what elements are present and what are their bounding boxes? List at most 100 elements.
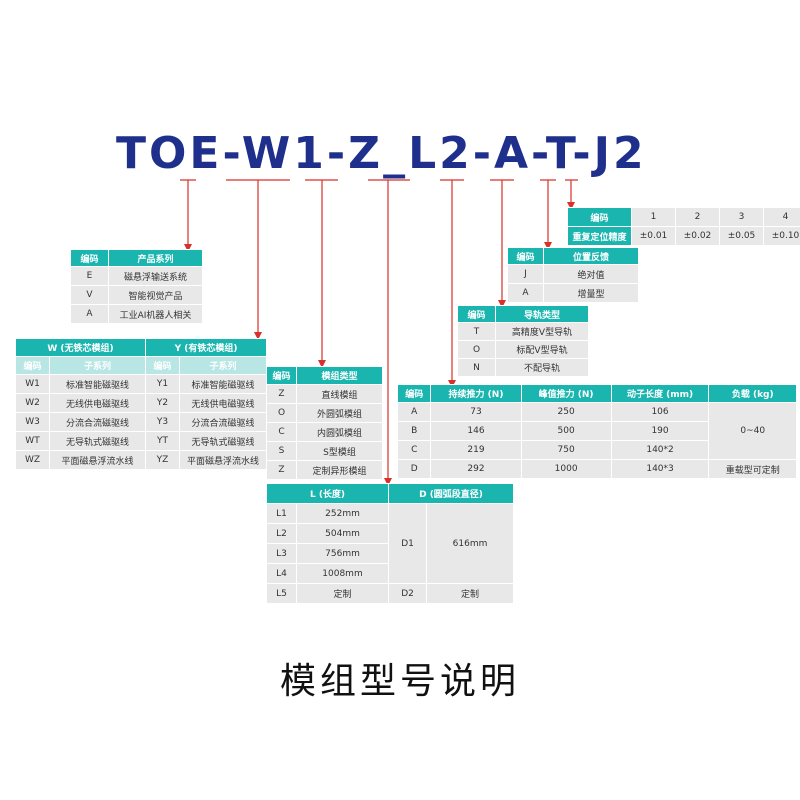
feedback-header-type: 位置反馈 — [543, 247, 639, 265]
module-code: Z — [266, 460, 297, 480]
subseries-w-code: W3 — [15, 412, 50, 432]
subseries-w-code: W1 — [15, 374, 50, 394]
subseries-y-name: 标准智能磁驱线 — [179, 374, 268, 394]
diameter-value: 定制 — [426, 583, 515, 604]
repeat-code: 2 — [675, 207, 720, 227]
arrow-feedback — [540, 179, 556, 246]
product-series-table: 编码 产品系列 E 磁悬浮输送系统 V 智能视觉产品 A 工业AI机器人相关 — [70, 249, 203, 324]
repeat-code: 1 — [631, 207, 676, 227]
subseries-table: W (无铁芯模组) Y (有铁芯模组) 编码 子系列 编码 子系列 W1 标准智… — [14, 338, 268, 470]
arrow-length — [368, 179, 410, 482]
guide-value: 标配V型导轨 — [495, 340, 589, 359]
length-code: L3 — [266, 543, 297, 564]
repeat-value: ±0.01 — [631, 226, 676, 246]
subseries-w-code: WT — [15, 431, 50, 451]
force-header-peak: 峰值推力 (N) — [520, 384, 612, 403]
force-code: A — [396, 402, 432, 422]
subseries-y-name: 无线供电磁驱线 — [179, 393, 268, 413]
product-header-series: 产品系列 — [108, 249, 203, 267]
feedback-header-code: 编码 — [507, 247, 544, 265]
subseries-y-name: 无导轨式磁驱线 — [179, 431, 268, 451]
repeat-code: 3 — [719, 207, 764, 227]
subseries-y-code: Y2 — [145, 393, 181, 413]
arrow-module-type — [305, 179, 338, 364]
module-code: C — [266, 422, 297, 442]
guide-header-type: 导轨类型 — [495, 305, 589, 323]
module-header-code: 编码 — [266, 366, 297, 385]
force-peak: 250 — [520, 402, 612, 422]
feedback-value: 增量型 — [543, 283, 639, 303]
repeat-code: 4 — [763, 207, 800, 227]
guide-code: O — [457, 340, 496, 359]
feedback-code: A — [507, 283, 544, 303]
module-value: 定制异形模组 — [296, 460, 383, 480]
module-type-table: 编码 模组类型 Z 直线模组 O 外圆弧模组 C 内圆弧模组 S S型模组 Z … — [266, 366, 383, 480]
product-value: 智能视觉产品 — [108, 285, 203, 305]
force-peak: 1000 — [520, 459, 612, 479]
arrow-product-series — [180, 179, 196, 248]
arrow-guide — [490, 179, 514, 304]
subseries-subheader: 子系列 — [179, 356, 268, 375]
force-header-code: 编码 — [396, 384, 432, 403]
arrow-force — [440, 179, 464, 384]
force-continuous: 292 — [430, 459, 522, 479]
force-code: D — [396, 459, 432, 479]
force-continuous: 146 — [430, 421, 522, 441]
repeat-value: ±0.05 — [719, 226, 764, 246]
arrow-repeatability — [565, 179, 578, 206]
module-value: 内圆弧模组 — [296, 422, 383, 442]
guide-table: 编码 导轨类型 T 高精度V型导轨 O 标配V型导轨 N 不配导轨 — [457, 305, 589, 377]
feedback-value: 绝对值 — [543, 264, 639, 284]
force-peak: 750 — [520, 440, 612, 460]
force-code: B — [396, 421, 432, 441]
length-value: 定制 — [295, 583, 390, 604]
force-load-main: 0~40 — [708, 402, 797, 460]
subseries-w-name: 分流合流磁驱线 — [48, 412, 147, 432]
length-value: 756mm — [295, 543, 390, 564]
diameter-code: D2 — [388, 583, 428, 604]
subseries-w-code: WZ — [15, 450, 50, 470]
module-value: S型模组 — [296, 441, 383, 461]
force-continuous: 73 — [430, 402, 522, 422]
product-code: A — [70, 304, 109, 324]
repeat-code-label: 编码 — [567, 207, 632, 227]
length-value: 1008mm — [295, 563, 390, 584]
diameter-header: D (圆弧段直径) — [388, 483, 515, 504]
module-code: Z — [266, 384, 297, 404]
force-mover: 190 — [610, 421, 710, 441]
arrow-subseries — [226, 179, 290, 336]
repeat-value: ±0.10 — [763, 226, 800, 246]
subseries-subheader: 编码 — [145, 356, 181, 375]
length-code: L5 — [266, 583, 297, 604]
product-header-code: 编码 — [70, 249, 109, 267]
force-table: 编码 持续推力 (N) 峰值推力 (N) 动子长度 (mm) 负载 (kg) A… — [396, 384, 797, 479]
force-mover: 140*3 — [610, 459, 710, 479]
length-code: L2 — [266, 523, 297, 544]
product-value: 工业AI机器人相关 — [108, 304, 203, 324]
product-code: E — [70, 266, 109, 286]
length-value: 504mm — [295, 523, 390, 544]
force-header-load: 负载 (kg) — [708, 384, 797, 403]
repeat-value: ±0.02 — [675, 226, 720, 246]
subseries-w-name: 平面磁悬浮流水线 — [48, 450, 147, 470]
force-peak: 500 — [520, 421, 612, 441]
length-diameter-table: L (长度) D (圆弧段直径) L1 252mm D1 616mm L2 50… — [265, 483, 515, 604]
force-mover: 106 — [610, 402, 710, 422]
subseries-subheader: 编码 — [15, 356, 50, 375]
subseries-w-name: 无导轨式磁驱线 — [48, 431, 147, 451]
module-header-type: 模组类型 — [296, 366, 383, 385]
subseries-y-code: YZ — [145, 450, 181, 470]
feedback-table: 编码 位置反馈 J 绝对值 A 增量型 — [507, 247, 639, 303]
subseries-y-code: Y1 — [145, 374, 181, 394]
page-caption: 模组型号说明 — [279, 661, 520, 702]
length-code: L1 — [266, 503, 297, 524]
subseries-y-name: 平面磁悬浮流水线 — [179, 450, 268, 470]
guide-code: T — [457, 322, 496, 341]
product-code: V — [70, 285, 109, 305]
force-mover: 140*2 — [610, 440, 710, 460]
model-code-title: TOE-W1-Z_L2-A-T-J2 — [116, 128, 647, 179]
subseries-subheader: 子系列 — [48, 356, 147, 375]
module-value: 直线模组 — [296, 384, 383, 404]
repeatability-table: 编码 1 2 3 4 重复定位精度 ±0.01 ±0.02 ±0.05 ±0.1… — [567, 207, 800, 246]
